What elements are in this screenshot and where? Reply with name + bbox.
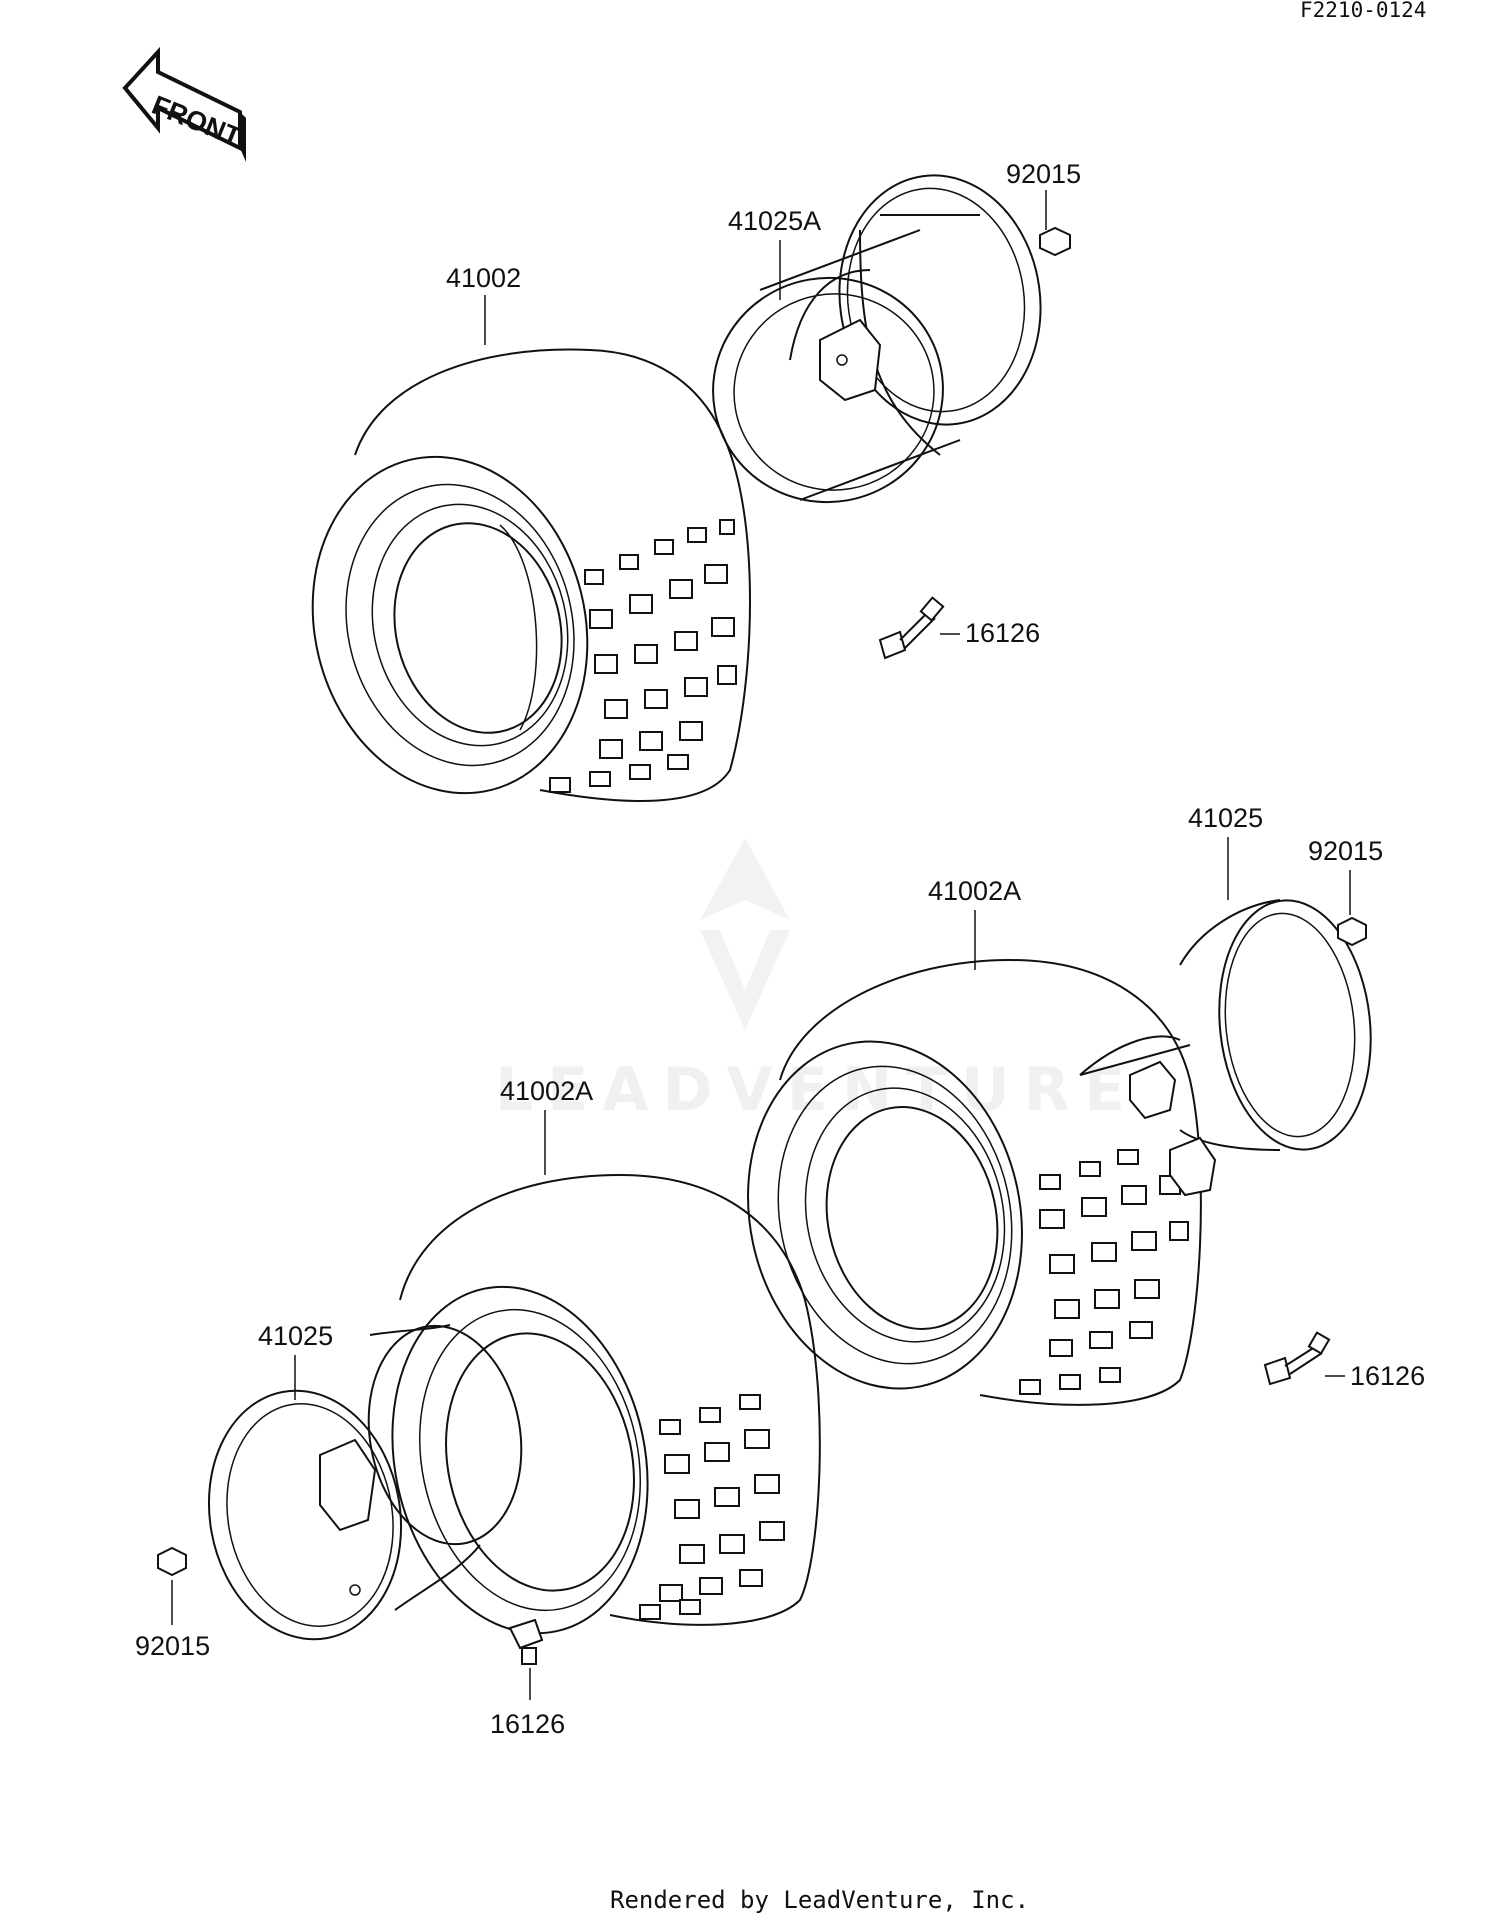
callout-41002: 41002 <box>446 263 521 293</box>
nut-92015-top <box>1039 226 1071 257</box>
valve-16126-right <box>1263 1331 1331 1386</box>
diagram-code: F2210-0124 <box>1300 0 1426 22</box>
callout-41025-right: 41025 <box>1188 803 1263 833</box>
watermark-text: LEADVENTURE <box>495 1055 1139 1125</box>
tire-41002 <box>311 348 751 802</box>
tire-41002A-right <box>747 958 1202 1406</box>
watermark: LEADVENTURE <box>495 838 1139 1125</box>
callout-92015-left: 92015 <box>135 1631 210 1661</box>
callout-16126-right: 16126 <box>1350 1361 1425 1391</box>
callout-92015-top: 92015 <box>1006 159 1081 189</box>
callout-41002A-right: 41002A <box>928 876 1021 906</box>
wheel-41025-right <box>1079 899 1372 1197</box>
callout-41025-left: 41025 <box>258 1321 333 1351</box>
wheel-41025A <box>712 174 1042 504</box>
footer-credit: Rendered by LeadVenture, Inc. <box>610 1886 1029 1914</box>
valve-16126-top <box>878 596 945 660</box>
valve-16126-left <box>508 1618 544 1665</box>
callout-41002A-left: 41002A <box>500 1076 593 1106</box>
front-arrow-icon: FRONT <box>122 46 246 162</box>
callout-16126-top: 16126 <box>965 618 1040 648</box>
callout-92015-right: 92015 <box>1308 836 1383 866</box>
tire-41002A-left <box>391 1173 821 1635</box>
nut-92015-right <box>1337 916 1367 947</box>
nut-92015-left <box>157 1546 187 1577</box>
callouts: 92015 41025A 41002 16126 41025 92015 410… <box>135 159 1425 1739</box>
callout-16126-left: 16126 <box>490 1709 565 1739</box>
callout-41025A: 41025A <box>728 206 821 236</box>
wheel-41025-left <box>207 1324 523 1641</box>
leader-lines <box>171 190 1351 1700</box>
